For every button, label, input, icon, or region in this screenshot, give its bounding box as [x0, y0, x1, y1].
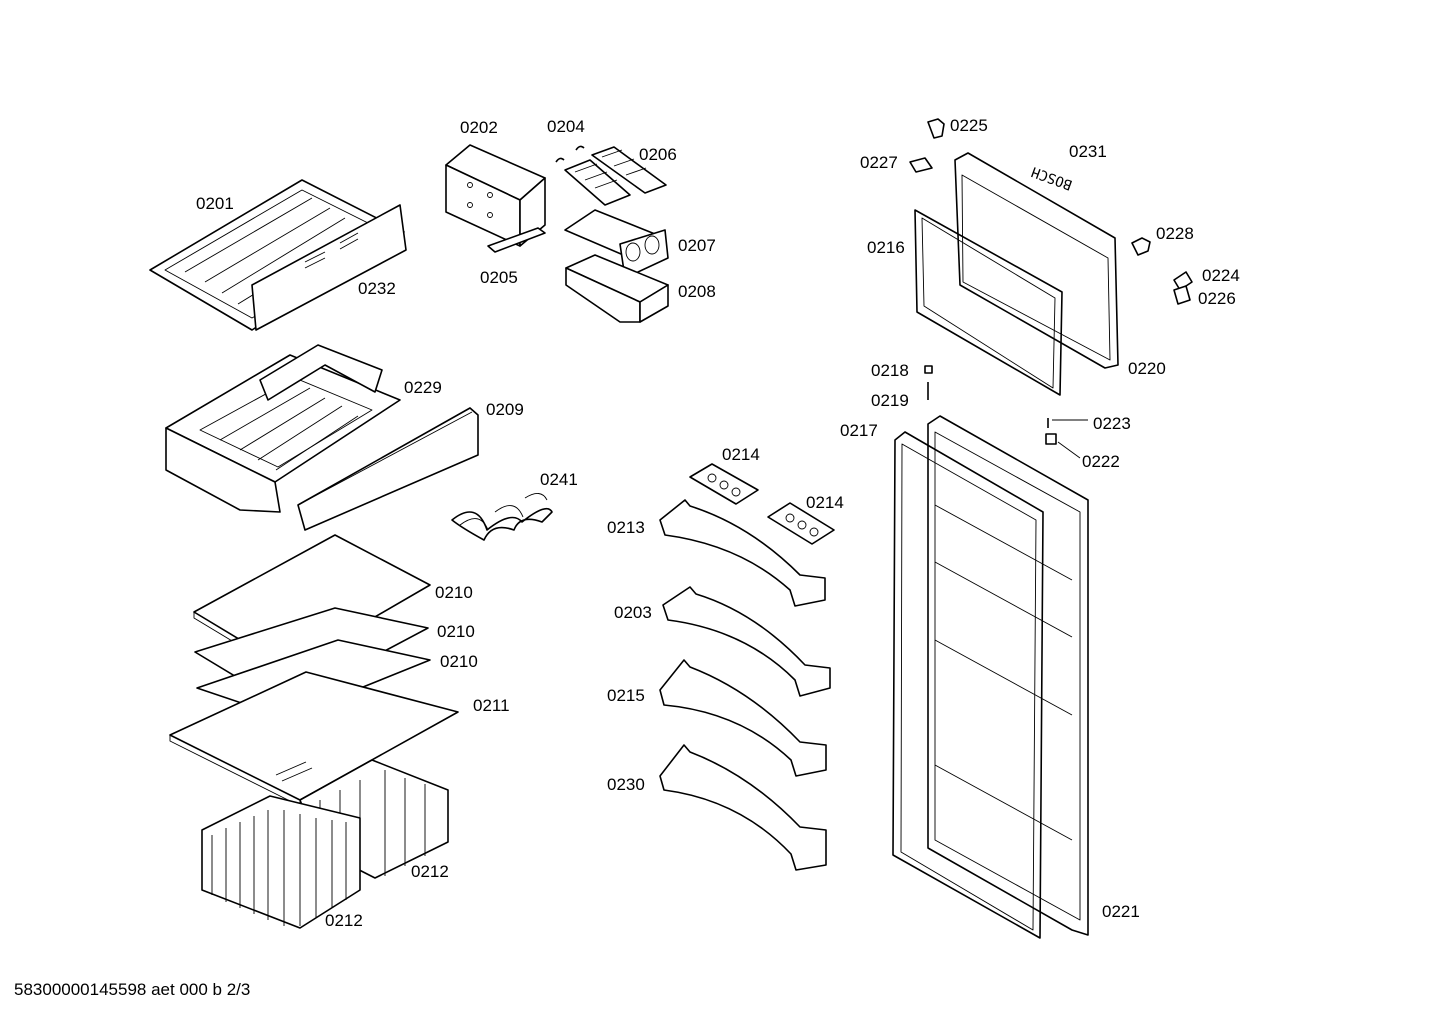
label-0215: 0215: [607, 686, 645, 705]
part-0221-fridge-door-drawing: [927, 415, 1089, 936]
part-0209-cover-strip-drawing: [297, 407, 479, 531]
part-0224-cap-drawing: [1173, 271, 1193, 291]
part-0222-block-drawing: [1045, 433, 1081, 459]
label-0211: 0211: [473, 696, 510, 715]
document-reference: 58300000145598 aet 000 b 2/3: [14, 980, 251, 999]
part-0228-hinge-drawing: [1131, 237, 1151, 256]
part-0207-box-drawing: [564, 209, 669, 279]
label-0214-b: 0214: [806, 493, 844, 512]
label-0209: 0209: [486, 400, 524, 419]
label-0218: 0218: [871, 361, 909, 380]
part-0220-freezer-door-drawing: BOSCH: [954, 152, 1119, 369]
label-0228: 0228: [1156, 224, 1194, 243]
label-0202: 0202: [460, 118, 498, 137]
part-0217-gasket-drawing: [892, 431, 1044, 939]
label-0225: 0225: [950, 116, 988, 135]
part-0208-bin-drawing: [565, 254, 669, 323]
part-0230-door-bin-drawing: [659, 744, 827, 871]
label-0227: 0227: [860, 153, 898, 172]
label-0212-a: 0212: [411, 862, 449, 881]
part-0206-ice-trays-drawing: [564, 146, 667, 206]
label-0216: 0216: [867, 238, 905, 257]
label-0220: 0220: [1128, 359, 1166, 378]
label-0206: 0206: [639, 145, 677, 164]
label-0210-a: 0210: [435, 583, 473, 602]
label-0222: 0222: [1082, 452, 1120, 471]
label-0208: 0208: [678, 282, 716, 301]
part-0229-drawer-drawing: [165, 344, 401, 513]
bosch-mark: BOSCH: [1029, 163, 1074, 192]
label-0231: 0231: [1069, 142, 1107, 161]
part-0226-cap-drawing: [1173, 285, 1191, 305]
part-0205-strip-drawing: [487, 227, 546, 253]
part-0223-screw-drawing: [1047, 418, 1088, 428]
part-0241-bottle-rack-drawing: [451, 493, 553, 541]
label-0221: 0221: [1102, 902, 1140, 921]
label-0213: 0213: [607, 518, 645, 537]
label-0217: 0217: [840, 421, 878, 440]
label-0229: 0229: [404, 378, 442, 397]
part-0216-gasket-drawing: [914, 209, 1063, 396]
part-0227-stop-drawing: [909, 157, 933, 173]
part-0218-part-drawing: [924, 365, 933, 374]
label-0210-c: 0210: [440, 652, 478, 671]
label-0223: 0223: [1093, 414, 1131, 433]
part-0203-door-bin-drawing: [662, 586, 831, 697]
label-0204: 0204: [547, 117, 585, 136]
part-0215-door-bin-drawing: [659, 659, 827, 777]
label-0210-b: 0210: [437, 622, 475, 641]
label-0205: 0205: [480, 268, 518, 287]
label-0219: 0219: [871, 391, 909, 410]
label-0212-b: 0212: [325, 911, 363, 930]
part-0212-crisper-boxes-drawing: [201, 759, 449, 929]
label-0226: 0226: [1198, 289, 1236, 308]
label-0232: 0232: [358, 279, 396, 298]
label-0230: 0230: [607, 775, 645, 794]
label-0214-a: 0214: [722, 445, 760, 464]
part-0204-clips-drawing: [555, 145, 585, 163]
part-0213-door-bin-drawing: [659, 499, 826, 607]
label-0201: 0201: [196, 194, 234, 213]
label-0203: 0203: [614, 603, 652, 622]
label-0224: 0224: [1202, 266, 1240, 285]
part-0214-egg-trays-drawing: [689, 463, 835, 545]
part-0225-hinge-drawing: [927, 118, 945, 139]
part-0232-flap-drawing: [251, 204, 407, 331]
label-0241: 0241: [540, 470, 578, 489]
label-0207: 0207: [678, 236, 716, 255]
